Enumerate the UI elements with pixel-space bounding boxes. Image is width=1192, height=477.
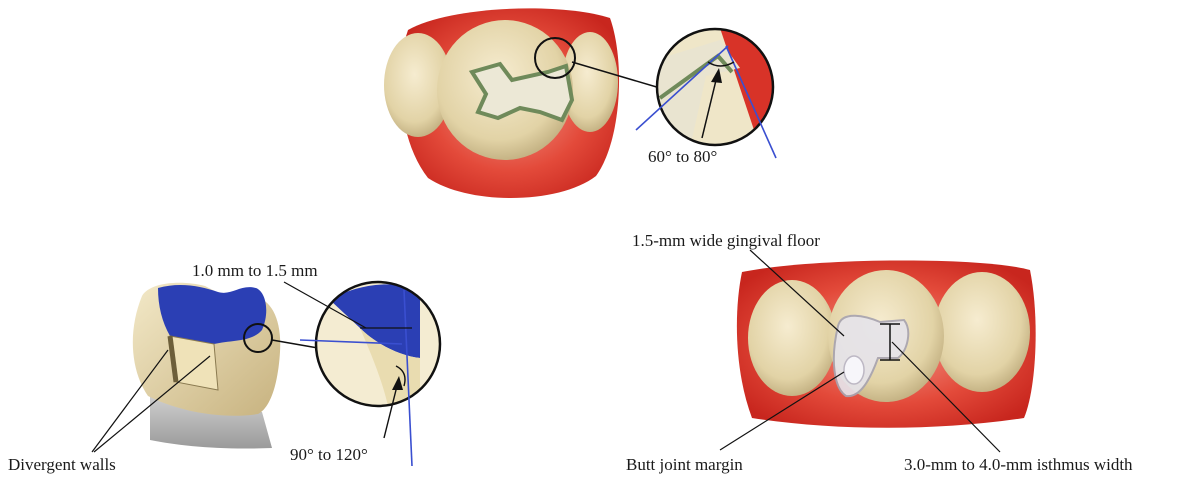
left-angle-label: 90° to 120° xyxy=(290,445,368,464)
divergent-walls-label: Divergent walls xyxy=(8,455,116,474)
depth-range-label: 1.0 mm to 1.5 mm xyxy=(192,261,318,280)
gingival-floor-label: 1.5-mm wide gingival floor xyxy=(632,231,820,250)
right-panel-inlay-view: 1.5-mm wide gingival floor Butt joint ma… xyxy=(626,231,1133,474)
butt-joint-label: Butt joint margin xyxy=(626,455,743,474)
top-angle-label: 60° to 80° xyxy=(648,147,717,166)
left-prep-box xyxy=(170,336,218,390)
right-right-tooth xyxy=(934,272,1030,392)
right-left-tooth xyxy=(748,280,836,396)
right-inlay-highlight xyxy=(844,356,864,384)
left-panel-proximal-view: 1.0 mm to 1.5 mm 90° to 120° Divergent w… xyxy=(8,261,440,474)
top-panel-occlusal-view: 60° to 80° xyxy=(384,8,780,198)
isthmus-width-label: 3.0-mm to 4.0-mm isthmus width xyxy=(904,455,1133,474)
left-prep-blue xyxy=(158,285,266,344)
